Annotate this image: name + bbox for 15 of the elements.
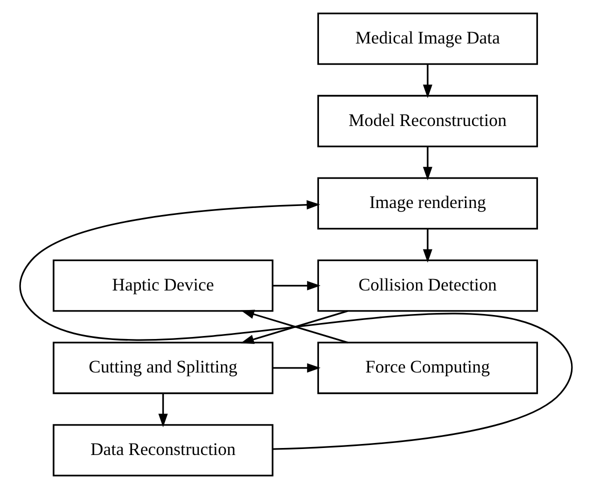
arrow [422,146,432,180]
arrow [422,228,432,263]
node-box: Data Reconstruction [52,424,273,476]
node-box: Force Computing [316,342,538,394]
node-box: Model Reconstruction [316,94,538,148]
arrow [18,200,572,450]
arrow [272,363,320,373]
arrow [422,64,432,98]
arrow [158,394,168,428]
node-box: Medical Image Data [316,12,538,65]
node-box: Image rendering [316,177,538,230]
arrow [272,280,320,290]
node-box: Cutting and Splitting [52,342,273,394]
node-box: Collision Detection [316,260,538,312]
node-box: Haptic Device [52,260,273,312]
